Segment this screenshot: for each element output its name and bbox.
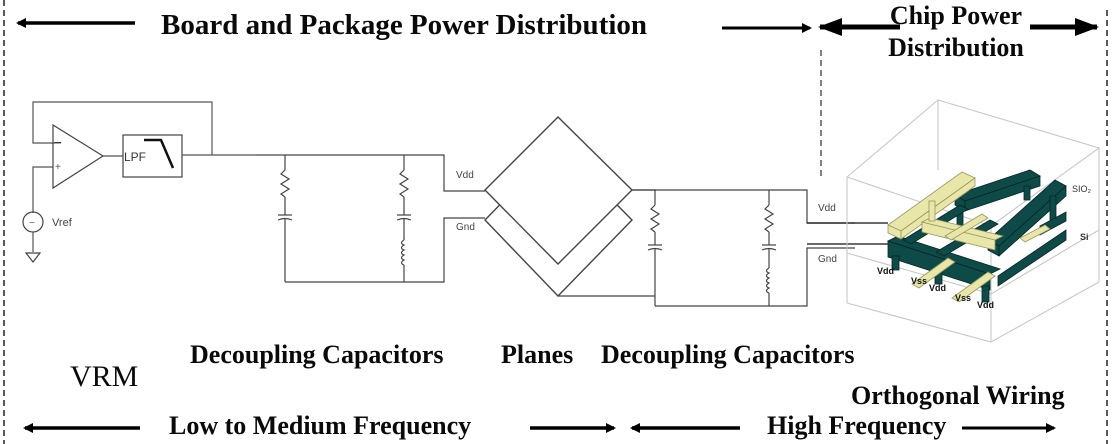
rail-label: Vdd — [929, 283, 946, 293]
resistor-icon — [649, 204, 661, 233]
low-medium-frequency-label: Low to Medium Frequency — [169, 411, 472, 440]
lpf-curve-icon — [144, 138, 175, 169]
resistor-icon — [279, 169, 291, 198]
chip-header-line1: Chip Power — [889, 1, 1023, 30]
rail-label: Vdd — [877, 266, 894, 276]
rail-label: Vss — [955, 293, 971, 303]
inductor-icon — [400, 239, 406, 266]
sio2-label: SIO₂ — [1072, 184, 1092, 194]
decap-package-label: Decoupling Capacitors — [601, 340, 855, 369]
decap-board-label: Decoupling Capacitors — [190, 340, 444, 369]
plus-input-wire — [32, 166, 53, 213]
vdd-board-label: Vdd — [456, 170, 474, 181]
opamp-plus-sign: + — [55, 162, 61, 173]
rail-label: Vdd — [977, 300, 994, 310]
resistor-icon — [398, 169, 410, 198]
inductor-icon — [765, 267, 771, 294]
feedback-wire — [32, 101, 213, 155]
vrm-circuit — [22, 101, 256, 263]
vdd-chip-label: Vdd — [818, 203, 836, 214]
board-decap-network — [256, 154, 485, 283]
vref-label: Vref — [52, 217, 73, 229]
gnd-board-label: Gnd — [456, 222, 475, 233]
board-package-header: Board and Package Power Distribution — [161, 9, 648, 41]
opamp-minus-sign: − — [54, 135, 62, 150]
ground-icon — [24, 252, 42, 263]
orthogonal-wiring-label: Orthogonal Wiring — [851, 381, 1065, 410]
resistor-icon — [763, 204, 775, 233]
chip-3d-structure — [846, 99, 1101, 343]
gnd-chip-label: Gnd — [818, 254, 837, 265]
chip-header-line2: Distribution — [888, 33, 1024, 62]
opamp-symbol — [52, 123, 105, 190]
package-decap-network — [632, 189, 855, 307]
power-planes — [484, 116, 633, 298]
lpf-label: LPF — [124, 150, 146, 164]
high-frequency-label: High Frequency — [767, 411, 947, 440]
chip-power-header: Chip Power Distribution — [866, 0, 1046, 64]
lpf-box — [122, 134, 183, 178]
vref-minus-sign: − — [29, 218, 35, 229]
rail-label: Vss — [911, 276, 927, 286]
vrm-label: VRM — [70, 360, 139, 393]
planes-label: Planes — [501, 340, 574, 369]
si-label: Si — [1080, 232, 1089, 242]
